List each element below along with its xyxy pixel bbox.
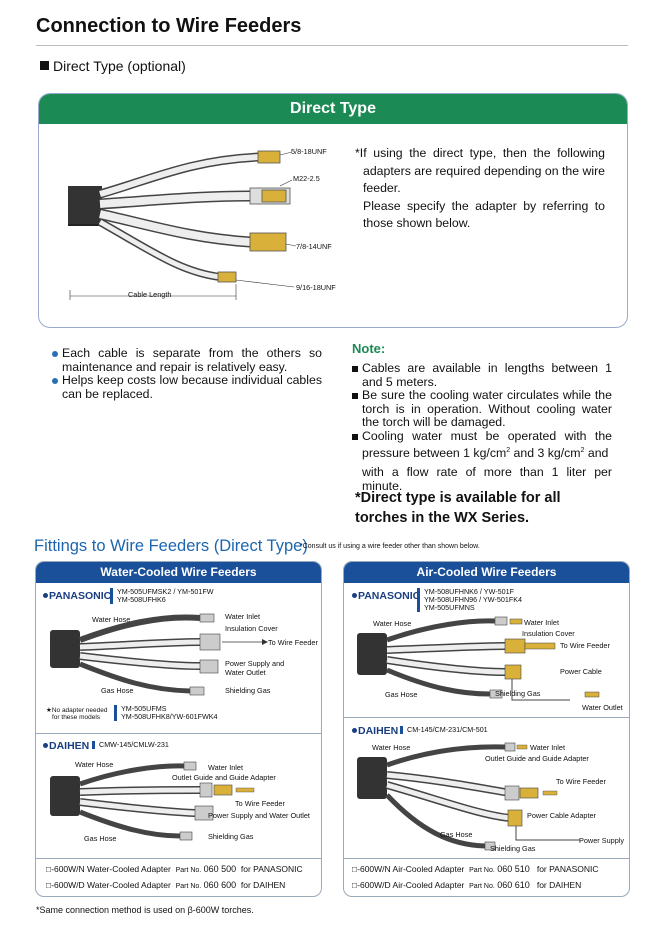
callout-label: Insulation Cover	[225, 624, 278, 633]
callout-label: Shielding Gas	[490, 844, 536, 853]
direct-type-note: *If using the direct type, then the foll…	[355, 146, 606, 230]
callout-label: Water Hose	[373, 619, 412, 628]
callout-label: Water Inlet	[524, 618, 560, 627]
model-list: CMW-145/CMLW-231	[92, 741, 169, 749]
section-divider	[36, 858, 321, 859]
callout-label: Gas Hose	[84, 834, 117, 843]
callout-label: Water Outlet	[225, 668, 266, 677]
section-divider	[36, 733, 321, 734]
thread-label: 5/8-18UNF	[291, 147, 327, 156]
fittings-title: Fittings to Wire Feeders (Direct Type)	[34, 537, 308, 555]
callout-label: Water Hose	[92, 615, 131, 624]
list-item: Be sure the cooling water circulates whi…	[352, 388, 612, 430]
consult-note: *Consult us if using a wire feeder other…	[300, 543, 480, 550]
callout-label: To Wire Feeder	[235, 799, 285, 808]
adapter-row: □-600W/D Air-Cooled Adapter Part No. 060…	[352, 880, 582, 890]
brand-daihen: DAIHEN	[352, 725, 398, 737]
footer-note: *Same connection method is used on β-600…	[36, 905, 254, 915]
callout-label: Water Inlet	[530, 743, 566, 752]
thread-label: 9/16-18UNF	[296, 283, 336, 292]
dot-icon	[43, 593, 48, 598]
no-adapter-note: for these models	[52, 714, 101, 721]
thread-label: 7/8-14UNF	[296, 242, 332, 251]
callout-label: Insulation Cover	[522, 629, 575, 638]
cable-length-label: Cable Length	[128, 290, 172, 299]
dot-icon	[352, 728, 357, 733]
page-title: Connection to Wire Feeders	[36, 15, 302, 37]
adapter-row: □-600W/N Water-Cooled Adapter Part No. 0…	[46, 864, 303, 874]
list-item: Helps keep costs low because individual …	[52, 373, 322, 401]
callout-label: Outlet Guide and Guide Adapter	[485, 754, 589, 763]
adapter-row: □-600W/D Water-Cooled Adapter Part No. 0…	[46, 880, 286, 890]
wx-series-note: *Direct type is available for all torche…	[355, 490, 561, 526]
callout-label: Water Inlet	[208, 763, 244, 772]
callout-label: Shielding Gas	[208, 832, 254, 841]
callout-label: Power Supply	[579, 836, 625, 845]
callout-label: Shielding Gas	[225, 686, 271, 695]
callout-label: To Wire Feeder	[560, 641, 610, 650]
water-cooled-header: Water-Cooled Wire Feeders	[36, 562, 321, 583]
callout-label: Water Hose	[372, 743, 411, 752]
section-divider	[344, 717, 629, 718]
callout-label: Gas Hose	[440, 830, 473, 839]
callout-label: Water Hose	[75, 760, 114, 769]
brand-panasonic: PANASONIC	[352, 590, 420, 602]
section-subtitle: Direct Type (optional)	[40, 58, 186, 74]
callout-label: Gas Hose	[101, 686, 134, 695]
direct-type-header: Direct Type	[39, 94, 627, 124]
callout-label: To Wire Feeder	[556, 777, 606, 786]
callout-label: Water Inlet	[225, 612, 261, 621]
air-cooled-header: Air-Cooled Wire Feeders	[344, 562, 629, 583]
callout-label: Water Outlet	[582, 703, 623, 712]
callout-label: Power Cable Adapter	[527, 811, 596, 820]
section-divider	[344, 858, 629, 859]
adapter-row: □-600W/N Air-Cooled Adapter Part No. 060…	[352, 864, 599, 874]
callout-label: Shielding Gas	[495, 689, 541, 698]
square-bullet-icon	[40, 61, 49, 70]
model-list: CM-145/CM-231/CM-501	[400, 726, 488, 734]
callout-label: Power Cable	[560, 667, 602, 676]
water-cooled-box: Water-Cooled Wire Feeders	[35, 561, 322, 897]
feature-list: Each cable is separate from the others s…	[52, 346, 322, 401]
note-heading: Note:	[352, 341, 386, 356]
list-item: Each cable is separate from the others s…	[52, 346, 322, 374]
list-item: Cables are available in lengths between …	[352, 361, 612, 389]
callout-label: To Wire Feeder	[268, 638, 318, 647]
thread-label: M22-2.5	[293, 174, 320, 183]
direct-type-panel: Direct Type	[38, 93, 628, 328]
callout-label: Gas Hose	[385, 690, 418, 699]
callout-label: Power Supply and	[225, 659, 285, 668]
brand-panasonic: PANASONIC	[43, 590, 111, 602]
air-cooled-box: Air-Cooled Wire Feeders	[343, 561, 630, 897]
note-list: Cables are available in lengths between …	[352, 361, 612, 493]
dot-icon	[352, 593, 357, 598]
no-adapter-note: ★No adapter needed	[46, 707, 108, 714]
title-divider	[36, 45, 628, 46]
brand-daihen: DAIHEN	[43, 740, 89, 752]
callout-label: Outlet Guide and Guide Adapter	[172, 773, 276, 782]
list-item: Cooling water must be operated with the …	[352, 429, 612, 493]
callout-label: Power Supply and Water Outlet	[208, 811, 310, 820]
dot-icon	[43, 743, 48, 748]
